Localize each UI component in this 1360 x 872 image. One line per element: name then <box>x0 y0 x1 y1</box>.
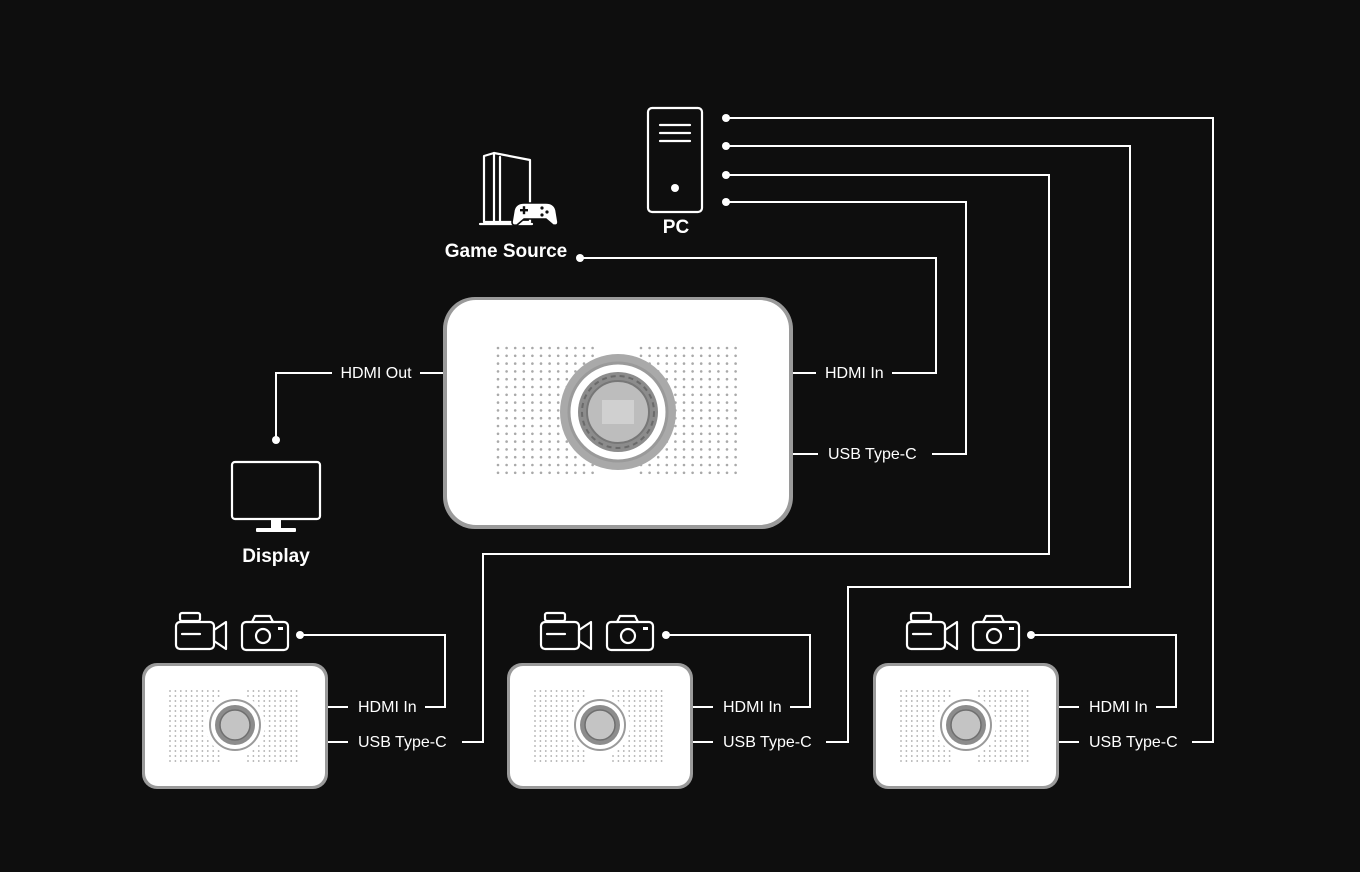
endpoint-game-source <box>576 254 584 262</box>
wire-pc-to-main-usb <box>726 201 967 455</box>
capture-device-icon <box>443 297 793 529</box>
video-camera-icon <box>174 611 228 651</box>
endpoint-camera3 <box>1027 631 1035 639</box>
wire-camera3-to-unit3 <box>1031 634 1177 708</box>
video-camera-icon <box>539 611 593 651</box>
monitor-icon <box>230 460 322 532</box>
main-capture-device: HDMI Out HDMI In USB Type-C <box>340 297 917 529</box>
wire-game-to-main-hdmi <box>580 257 937 374</box>
game-source-label: Game Source <box>445 241 568 262</box>
capture-device-icon <box>142 663 328 789</box>
endpoint-display <box>272 436 280 444</box>
capture-device-icon <box>507 663 693 789</box>
display-device: Display <box>230 460 322 567</box>
photo-camera-icon <box>971 614 1021 652</box>
pc-port-4 <box>722 198 730 206</box>
photo-camera-icon <box>605 614 655 652</box>
camera-unit-2: HDMI In USB Type-C <box>507 611 812 789</box>
video-camera-icon <box>905 611 959 651</box>
desktop-tower-icon <box>646 106 704 214</box>
game-source-device: Game Source <box>445 151 568 262</box>
main-usb-label: USB Type-C <box>828 446 917 463</box>
unit-usb-label: USB Type-C <box>723 734 812 751</box>
pc-port-1 <box>722 114 730 122</box>
pc-port-3 <box>722 171 730 179</box>
wire-pc-to-unit3 <box>726 117 1214 743</box>
wires <box>272 114 1214 743</box>
unit-usb-label: USB Type-C <box>1089 734 1178 751</box>
main-hdmi-in-label: HDMI In <box>825 365 884 382</box>
pc-label: PC <box>663 217 690 238</box>
endpoint-camera1 <box>296 631 304 639</box>
display-label: Display <box>242 546 310 567</box>
capture-device-icon <box>873 663 1059 789</box>
unit-hdmi-in-label: HDMI In <box>723 699 782 716</box>
pc-port-2 <box>722 142 730 150</box>
endpoint-camera2 <box>662 631 670 639</box>
wire-camera2-to-unit2 <box>666 634 811 708</box>
wire-camera1-to-unit1 <box>300 634 446 708</box>
main-hdmi-out-label: HDMI Out <box>340 365 412 382</box>
camera-unit-1: HDMI In USB Type-C <box>142 611 447 789</box>
pc-device: PC <box>646 106 704 238</box>
photo-camera-icon <box>240 614 290 652</box>
wire-pc-to-unit1 <box>462 174 1050 743</box>
unit-hdmi-in-label: HDMI In <box>358 699 417 716</box>
game-console-icon <box>478 151 559 226</box>
wire-pc-to-unit2 <box>726 145 1131 743</box>
wire-main-to-display <box>275 372 332 440</box>
unit-hdmi-in-label: HDMI In <box>1089 699 1148 716</box>
unit-usb-label: USB Type-C <box>358 734 447 751</box>
camera-unit-3: HDMI In USB Type-C <box>873 611 1178 789</box>
